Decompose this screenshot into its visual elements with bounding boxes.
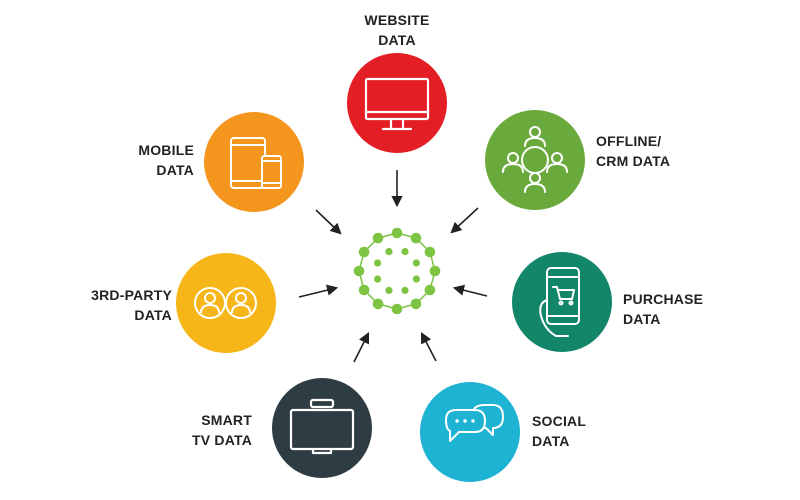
- hub-outer-node: [424, 284, 436, 296]
- people-network-icon: [502, 126, 568, 193]
- crm-data-node: [485, 110, 585, 210]
- website-circle: [347, 53, 447, 153]
- purchase-label-line-1: PURCHASE: [623, 291, 704, 307]
- tablet-phone-icon: [230, 137, 282, 189]
- hub-outer-node: [391, 303, 403, 315]
- smarttv-label-line-2: TV DATA: [192, 432, 252, 448]
- arrow-social: [420, 332, 437, 362]
- crm-circle: [485, 110, 585, 210]
- mobile-label-line-1: MOBILE: [138, 142, 194, 158]
- arrow-crm: [450, 207, 479, 234]
- arrow-purchase: [452, 284, 488, 297]
- hub-inner-node: [412, 259, 421, 267]
- hub-inner-node: [385, 286, 393, 295]
- two-people-icon: [194, 287, 257, 319]
- hub-outer-node: [358, 246, 370, 258]
- hub-outer-node: [358, 284, 370, 296]
- smarttv-label-line-1: SMART: [201, 412, 252, 428]
- social-data-node: [420, 382, 520, 482]
- arrow-mobile: [315, 209, 342, 235]
- website-data-node: [347, 53, 447, 153]
- smarttv-data-label: SMART TV DATA: [170, 410, 252, 450]
- purchase-data-label: PURCHASE DATA: [623, 289, 703, 329]
- hub-outer-node: [353, 265, 365, 277]
- crm-label-line-2: CRM DATA: [596, 153, 671, 169]
- hub-outer-node: [372, 298, 384, 310]
- chat-bubbles-icon: [445, 404, 504, 442]
- monitor-icon: [364, 77, 430, 131]
- website-data-label: WEBSITE DATA: [347, 10, 447, 50]
- mobile-label-line-2: DATA: [156, 162, 194, 178]
- smarttv-data-node: [272, 378, 372, 478]
- purchase-data-node: [512, 252, 612, 352]
- website-label-line-1: WEBSITE: [364, 12, 430, 28]
- social-label-line-2: DATA: [532, 433, 570, 449]
- arrow-smarttv: [353, 331, 370, 363]
- hub-outer-node: [410, 232, 422, 244]
- social-data-label: SOCIAL DATA: [532, 411, 586, 451]
- crm-label-line-1: OFFLINE/: [596, 133, 662, 149]
- arrows: [298, 170, 488, 363]
- hub-inner-node: [412, 275, 421, 283]
- data-network-icon: [353, 227, 441, 315]
- hub-inner-node: [401, 286, 409, 295]
- arrow-thirdparty: [298, 284, 339, 298]
- mobile-data-label: MOBILE DATA: [110, 140, 194, 180]
- hub-outer-node: [372, 232, 384, 244]
- hub-outer-node: [429, 265, 441, 277]
- social-label-line-1: SOCIAL: [532, 413, 587, 429]
- phone-cart-icon: [539, 267, 580, 337]
- website-label-line-2: DATA: [378, 32, 416, 48]
- thirdparty-label-line-2: DATA: [134, 307, 172, 323]
- mobile-data-node: [204, 112, 304, 212]
- thirdparty-data-label: 3RD-PARTY DATA: [60, 285, 172, 325]
- crm-data-label: OFFLINE/ CRM DATA: [596, 131, 670, 171]
- hub-inner-node: [373, 275, 382, 283]
- hub-inner-node: [401, 247, 409, 256]
- mobile-circle: [204, 112, 304, 212]
- smarttv-circle: [272, 378, 372, 478]
- hub-outer-node: [424, 246, 436, 258]
- purchase-label-line-2: DATA: [623, 311, 661, 327]
- hub-outer-node: [391, 227, 403, 239]
- tv-icon: [289, 398, 355, 455]
- hub-inner-node: [373, 259, 382, 267]
- hub-inner-node: [385, 247, 393, 256]
- hub-outer-node: [410, 298, 422, 310]
- thirdparty-label-line-1: 3RD-PARTY: [91, 287, 172, 303]
- thirdparty-data-node: [176, 253, 276, 353]
